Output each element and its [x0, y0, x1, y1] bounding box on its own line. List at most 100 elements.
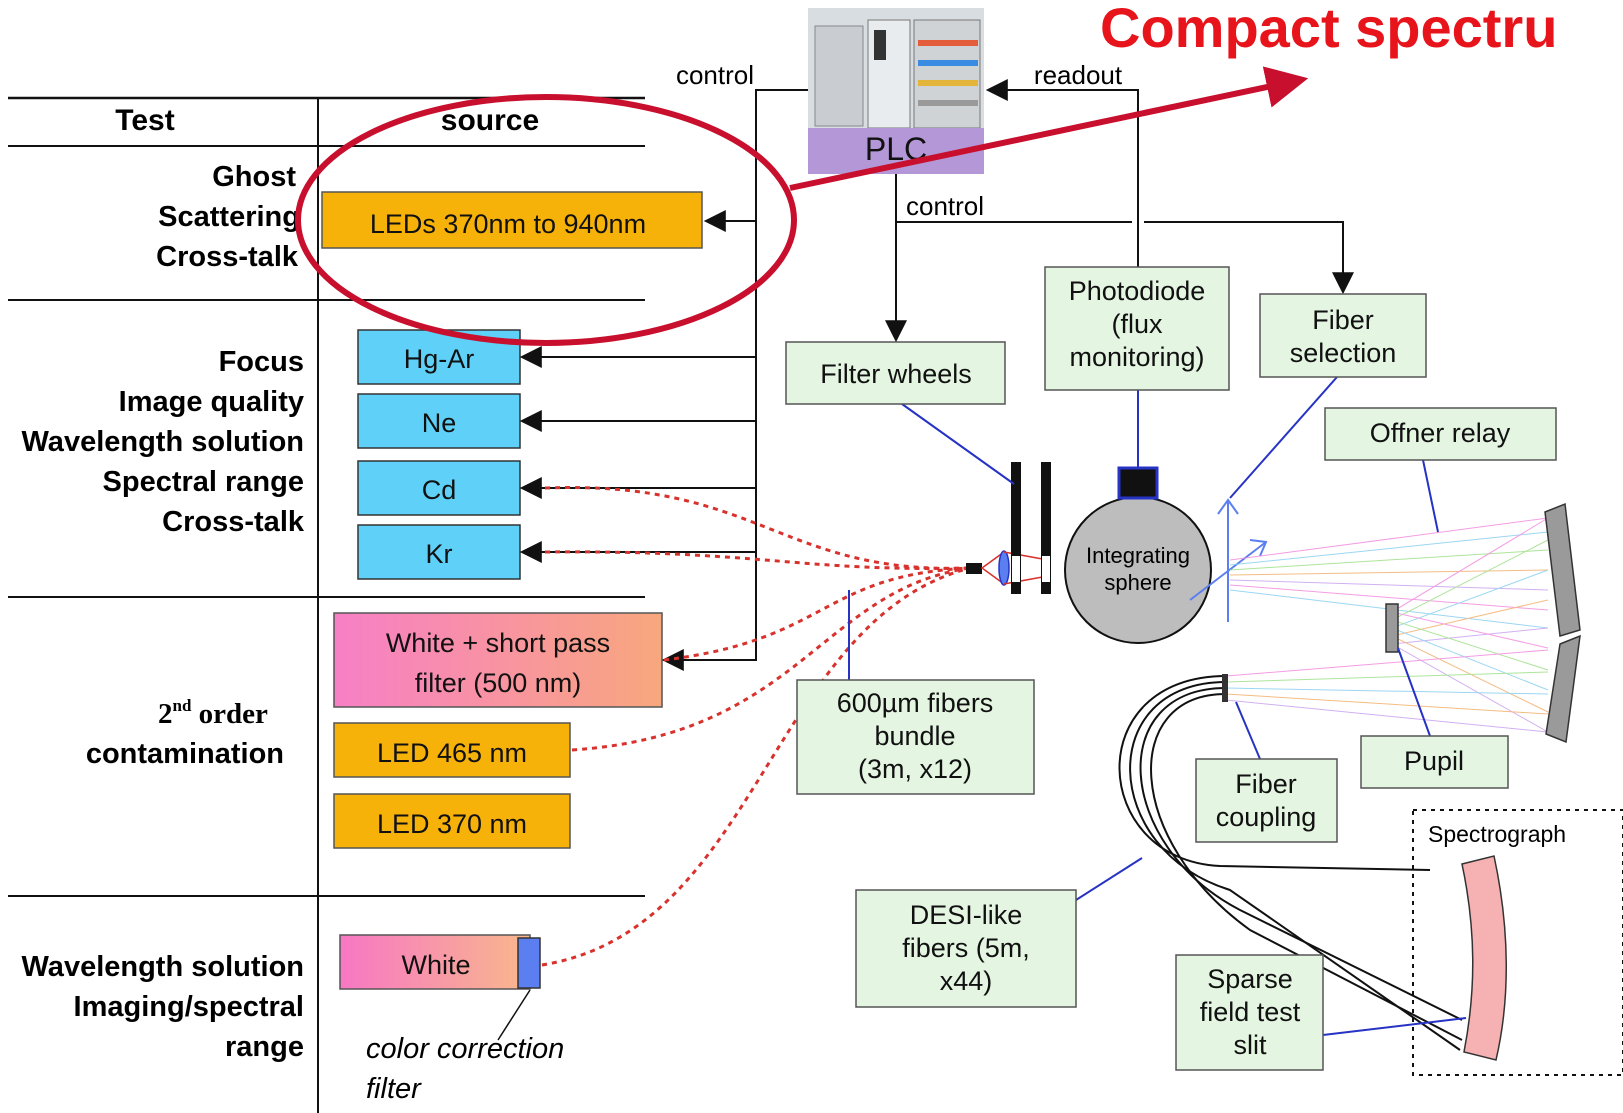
pointer-fiber-selection — [1229, 376, 1338, 499]
test-imaging-spectral: Imaging/spectral — [74, 991, 304, 1023]
sources: LEDs 370nm to 940nm Hg-Ar Ne Cd Kr White… — [321, 191, 703, 1105]
fiber-selection-line2: selection — [1290, 338, 1397, 368]
fiber-coupler — [1222, 674, 1228, 702]
sparse-slit — [1461, 855, 1508, 1061]
test-wavelength-solution: Wavelength solution — [22, 426, 304, 458]
control-label-down: control — [906, 191, 984, 221]
cd-box — [357, 460, 521, 516]
test-2nd-order: 2nd order — [158, 696, 268, 730]
fiber-cable-strand — [1129, 681, 1461, 1051]
kr-label: Kr — [426, 539, 453, 569]
desi-fibers-line2: fibers (5m, — [902, 933, 1030, 963]
sparse-slit-box — [1175, 954, 1324, 1071]
filter-wheels-label: Filter wheels — [820, 359, 972, 389]
hgar-label: Hg-Ar — [404, 344, 475, 374]
pointer-sparse-slit — [1322, 1017, 1467, 1036]
control-trunk — [661, 89, 808, 671]
photodiode-sensor — [1117, 466, 1159, 500]
test-contamination: contamination — [86, 738, 284, 770]
fiber-cable-strand — [1118, 675, 1431, 871]
fibers-bundle-box — [796, 679, 1035, 795]
sphere-label2: sphere — [1104, 570, 1171, 595]
color-correction-filter — [517, 937, 541, 989]
white-shortpass-box — [333, 612, 663, 708]
fiber-kr — [544, 550, 971, 570]
plc-module — [814, 25, 864, 127]
white-shortpass-line2: filter (500 nm) — [415, 668, 582, 698]
filter-pointer — [497, 989, 531, 1041]
pointer-pupil — [1397, 647, 1431, 737]
plc-unit: PLC — [808, 8, 984, 174]
pointer-desi-fibers — [1075, 857, 1143, 901]
control-wiring: control readout control — [519, 60, 1354, 671]
fibers-bundle-line3: (3m, x12) — [858, 754, 972, 784]
fiber-cable-strand — [1150, 693, 1463, 1041]
fiber-white — [541, 566, 971, 967]
optics-bench: Integrating sphere — [966, 462, 1268, 644]
test-wavelength-solution-2: Wavelength solution — [22, 951, 304, 983]
pointer-lines — [848, 376, 1467, 1036]
plc-terminal-strip — [918, 80, 978, 86]
plc-terminals — [913, 19, 981, 129]
fiber-connector — [966, 563, 982, 574]
white-box — [339, 934, 531, 990]
fiber-white-sp — [663, 566, 971, 662]
sphere-label1: Integrating — [1086, 543, 1190, 568]
sparse-slit-line3: slit — [1234, 1030, 1267, 1060]
offner-relay-box — [1324, 407, 1557, 461]
led465-box — [333, 722, 571, 778]
pointer-fiber-coupling — [1235, 701, 1261, 760]
color-filter-label2: filter — [366, 1073, 422, 1105]
header-test: Test — [115, 104, 174, 137]
fiber-selector-arrowhead — [1217, 498, 1239, 515]
highlight-arrow — [789, 66, 1309, 191]
ne-label: Ne — [422, 408, 457, 438]
fiber-selection-box — [1259, 293, 1427, 378]
test-range: range — [225, 1031, 304, 1063]
kr-box — [357, 524, 521, 580]
photodiode-box — [1044, 266, 1230, 391]
title: Compact spectru — [1100, 0, 1557, 59]
fiber-coupling-line1: Fiber — [1235, 769, 1297, 799]
test-cross-talk: Cross-talk — [156, 241, 299, 273]
plc-port — [874, 30, 886, 60]
readout-line — [985, 79, 1139, 267]
leds-label: LEDs 370nm to 940nm — [370, 209, 646, 239]
test-image-quality: Image quality — [119, 386, 304, 418]
led465-label: LED 465 nm — [377, 738, 527, 768]
sparse-slit-line1: Sparse — [1207, 964, 1293, 994]
fiber-selection-line1: Fiber — [1312, 305, 1374, 335]
test-spectral-range: Spectral range — [103, 466, 304, 498]
header-source: source — [441, 104, 539, 137]
filter-wheel-aperture — [1012, 556, 1020, 582]
photodiode-line3: monitoring) — [1069, 342, 1204, 372]
test-focus: Focus — [219, 346, 304, 378]
desi-fibers-line1: DESI-like — [910, 900, 1023, 930]
test-scattering: Scattering — [158, 201, 300, 233]
white-shortpass-line1: White + short pass — [386, 628, 610, 658]
test-source-table: Test source Ghost Scattering Cross-talk … — [8, 96, 645, 1113]
component-labels: Filter wheels Photodiode (flux monitorin… — [785, 266, 1557, 1071]
filter-wheel-1 — [1011, 462, 1021, 594]
leds-box — [321, 191, 703, 249]
fiber-led465 — [571, 566, 971, 752]
fiber-cable-strand — [1139, 687, 1463, 1021]
spectrograph-frame — [1412, 809, 1623, 1076]
led370-box — [333, 793, 571, 849]
fiber-cd — [544, 486, 971, 570]
white-label: White — [401, 950, 470, 980]
led370-label: LED 370 nm — [377, 809, 527, 839]
pupil-box — [1360, 735, 1509, 789]
fibers-bundle-line1: 600µm fibers — [837, 688, 994, 718]
plc-terminal-strip — [918, 100, 978, 106]
test-ghost: Ghost — [212, 161, 296, 193]
control-to-fiber-selection — [1144, 221, 1354, 295]
fiber-coupling-line2: coupling — [1216, 802, 1317, 832]
plc-terminal-strip — [918, 60, 978, 66]
desi-fiber-cable — [1118, 675, 1463, 1051]
color-filter-label1: color correction — [366, 1033, 564, 1065]
cd-label: Cd — [422, 475, 457, 505]
offner-primary-mirror-upper — [1544, 502, 1581, 637]
test-cross-talk-2: Cross-talk — [162, 506, 305, 538]
